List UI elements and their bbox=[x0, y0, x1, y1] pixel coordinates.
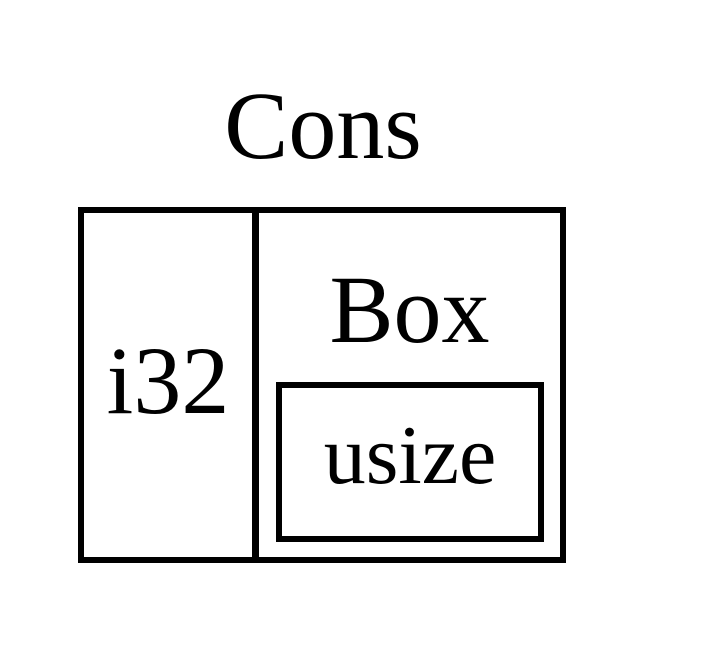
usize-inner-box bbox=[276, 382, 544, 542]
box-cell-label: Box bbox=[329, 256, 490, 363]
cons-title: Cons bbox=[224, 72, 422, 179]
usize-label: usize bbox=[323, 409, 497, 502]
cons-outer-box bbox=[78, 207, 566, 563]
i32-cell-label: i32 bbox=[106, 327, 230, 434]
cell-divider bbox=[252, 207, 259, 563]
